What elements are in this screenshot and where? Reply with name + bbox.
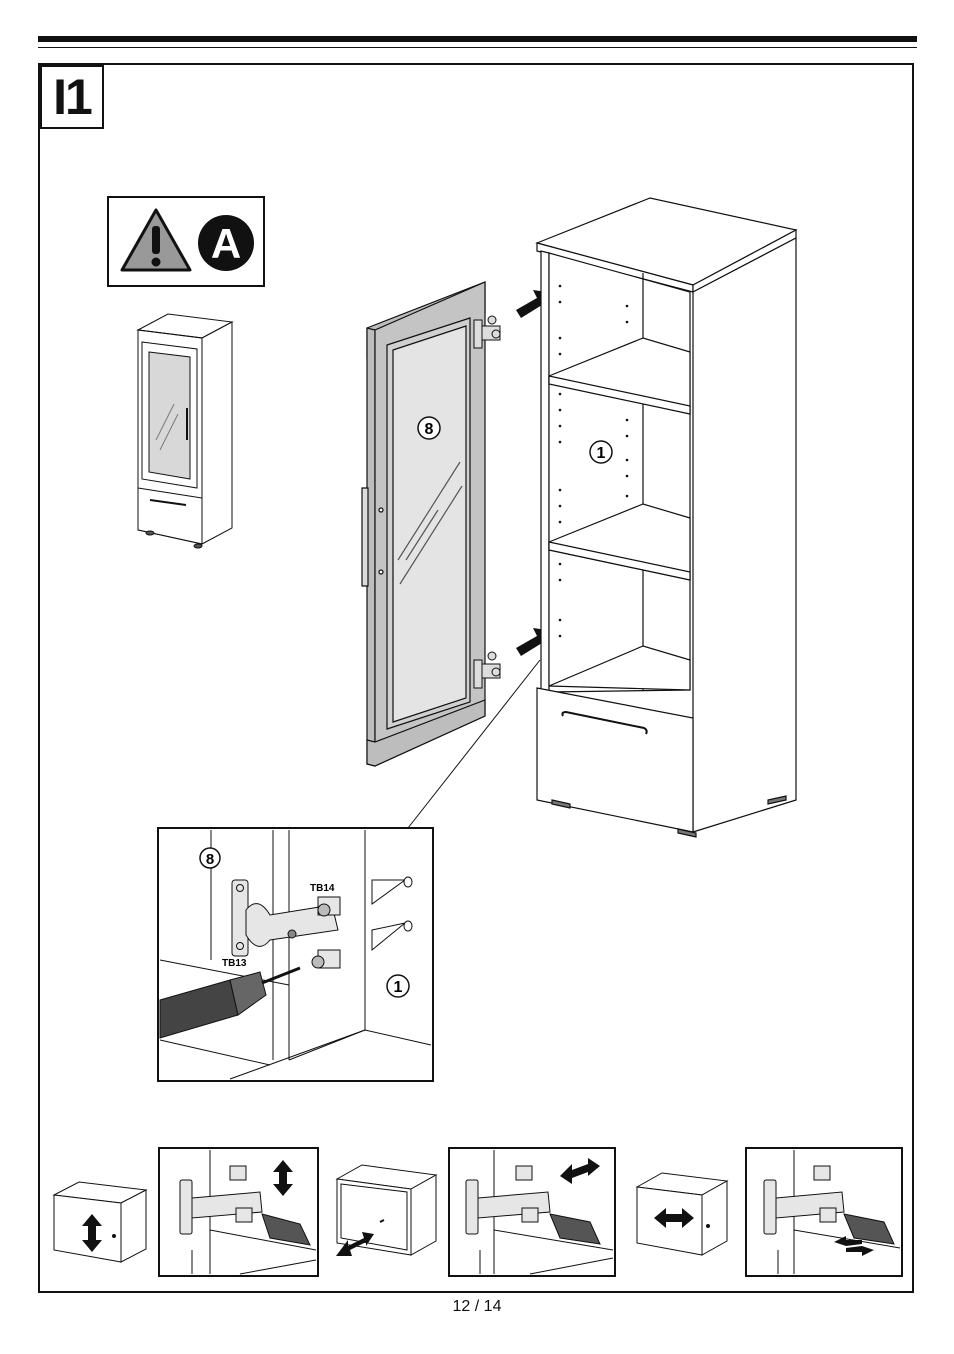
adjust-detail-horizontal [746, 1148, 902, 1276]
svg-text:8: 8 [425, 421, 434, 438]
adjust-detail-vertical [159, 1148, 318, 1276]
screw-label: TB13 [222, 958, 247, 969]
door-hinge-top [474, 316, 500, 348]
adjust-box-horizontal [637, 1173, 727, 1255]
adjust-detail-depth [449, 1148, 615, 1276]
adjust-box-depth [337, 1165, 436, 1255]
warning-box: A [108, 197, 264, 286]
hinge-detail-inset: 8 1 TB14 TB13 [158, 828, 433, 1081]
detail-cabinet-part-label: 1 [387, 975, 409, 997]
badge-letter: A [211, 220, 241, 267]
svg-text:8: 8 [206, 851, 214, 868]
svg-text:1: 1 [597, 445, 606, 462]
cabinet-part-label: 1 [590, 441, 612, 463]
hinge-label: TB14 [310, 883, 335, 894]
svg-text:1: 1 [394, 979, 403, 996]
cabinet-preview [138, 314, 232, 548]
assembly-badge-icon: A [198, 215, 254, 271]
glass-door [362, 282, 485, 766]
door-part-label: 8 [418, 417, 440, 439]
page-number: 12 / 14 [0, 1298, 954, 1316]
adjust-box-vertical [54, 1182, 146, 1262]
detail-door-part-label: 8 [200, 848, 220, 868]
cabinet-body [537, 198, 796, 837]
